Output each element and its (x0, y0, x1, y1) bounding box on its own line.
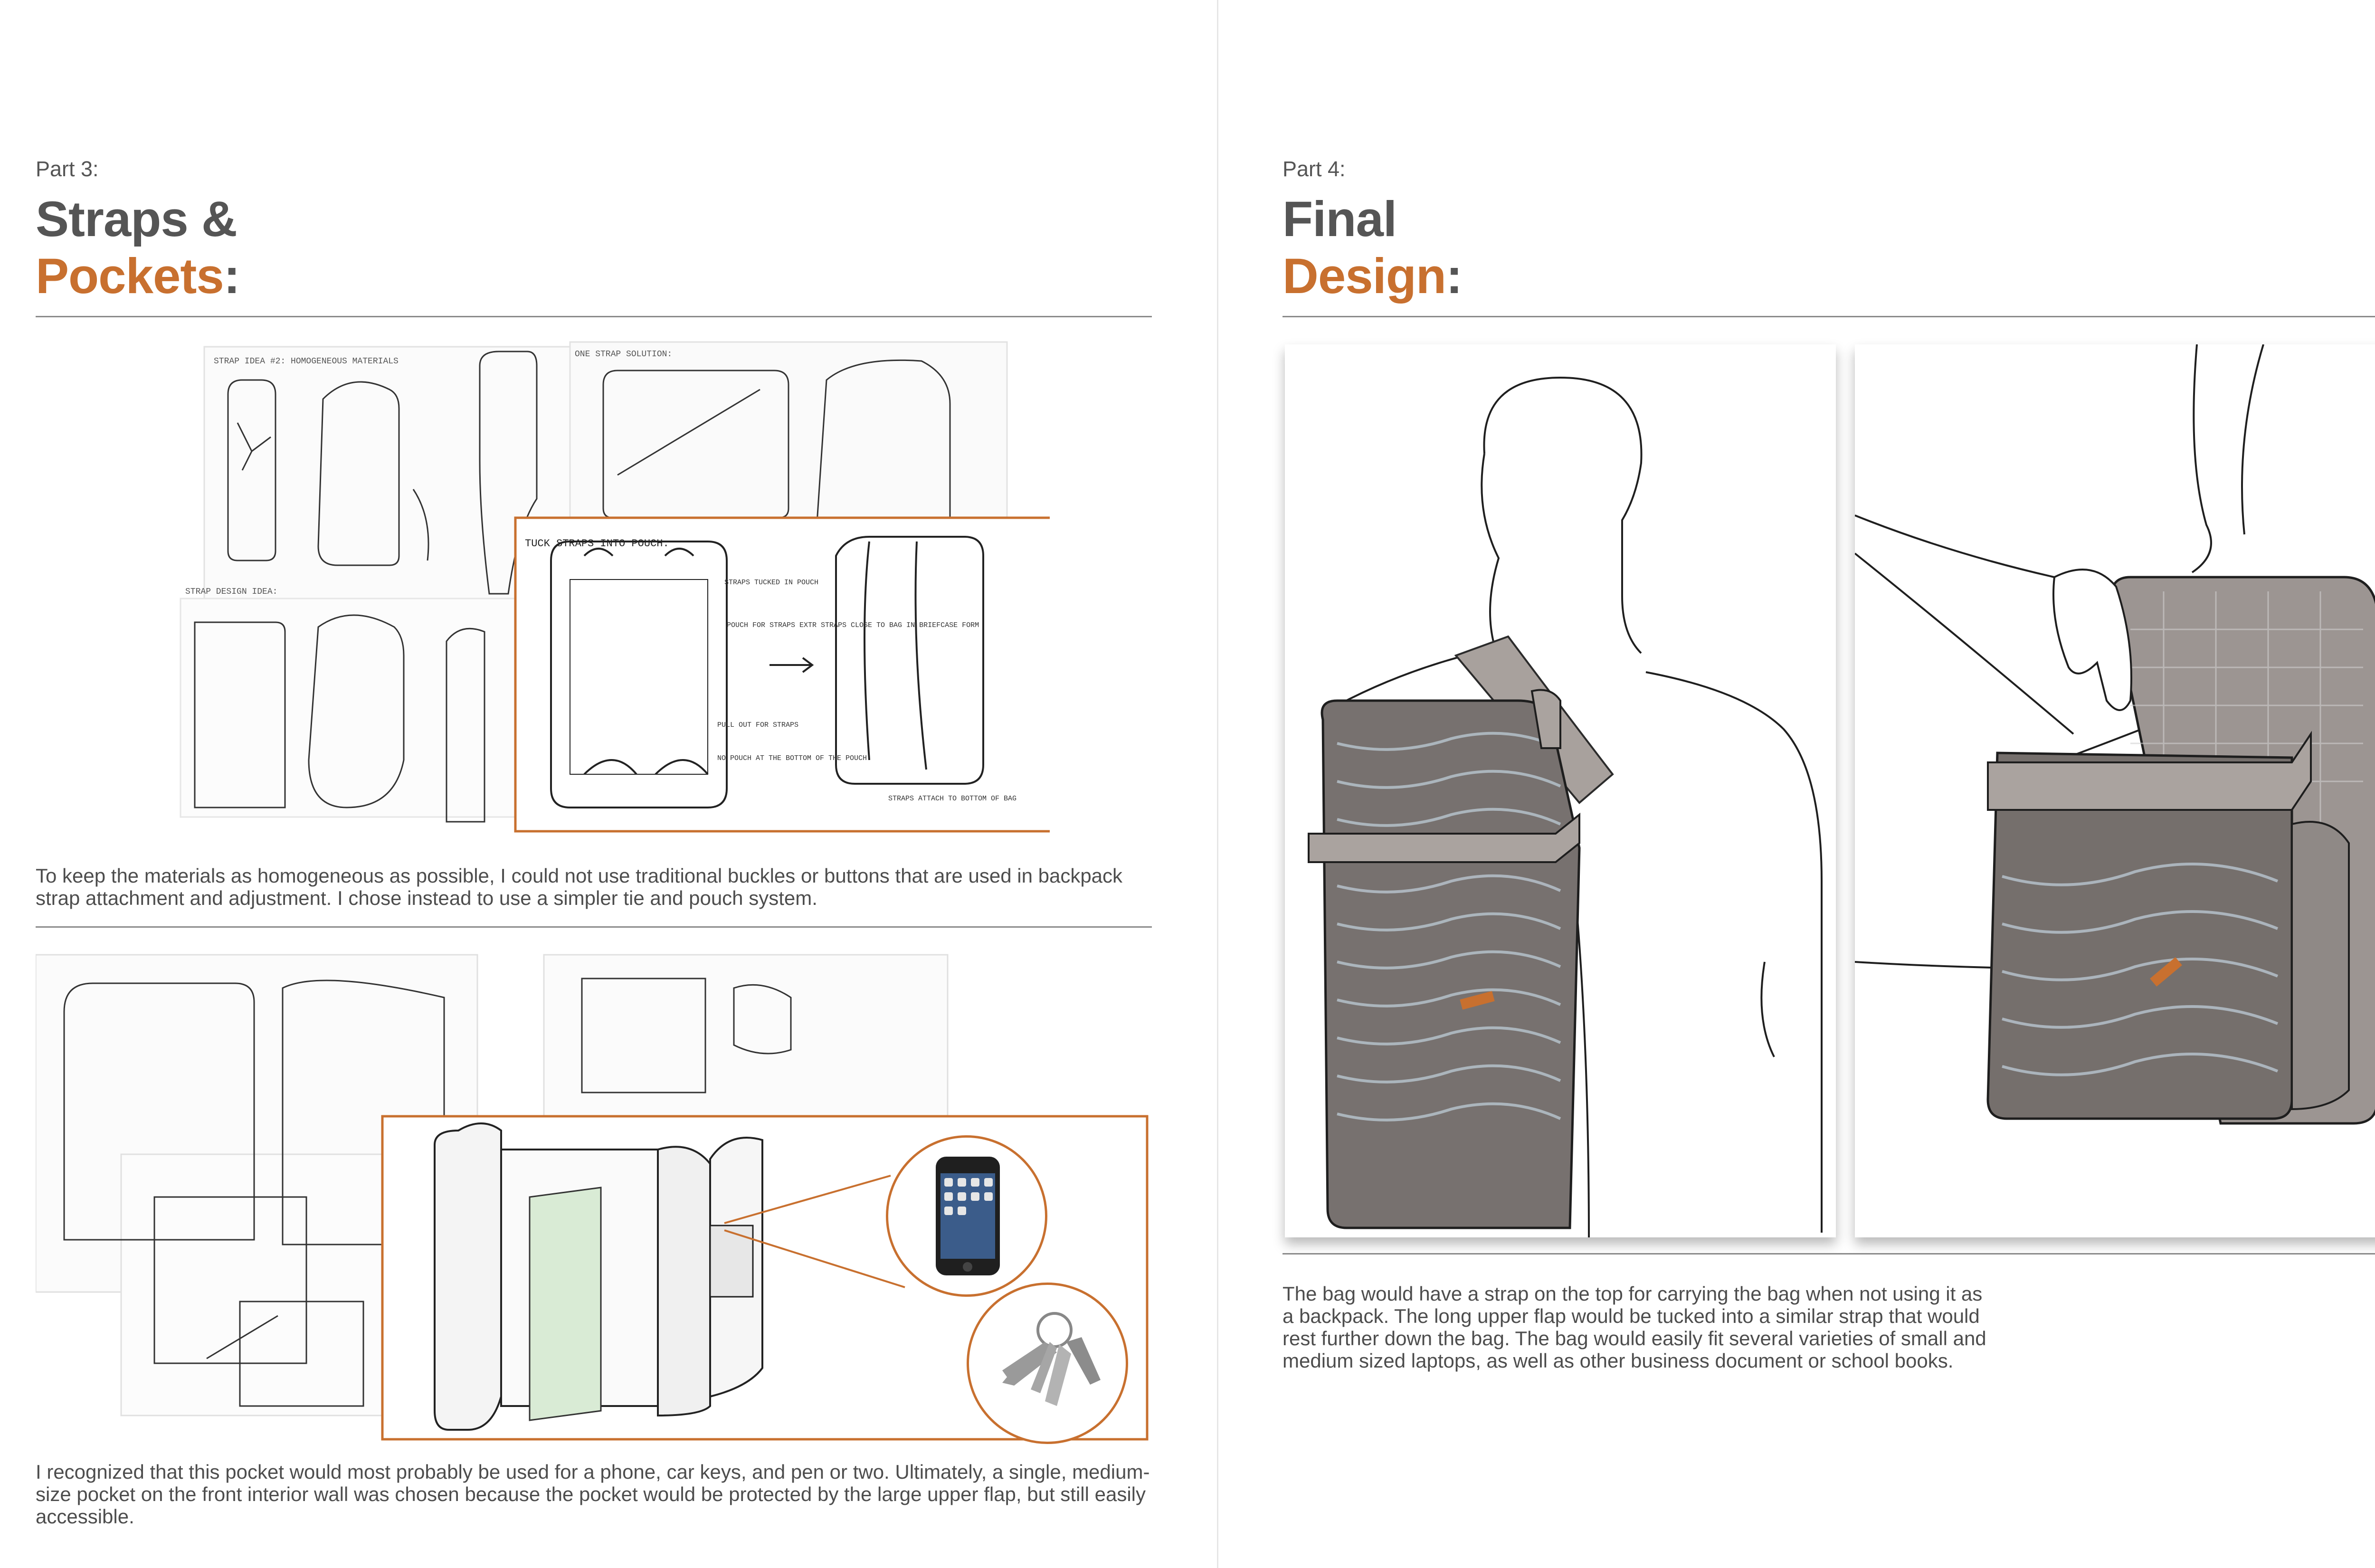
keys-callout (967, 1283, 1128, 1444)
strap-design-label: STRAP DESIGN IDEA: (185, 587, 277, 597)
strap-idea-label: STRAP IDEA #2: HOMOGENEOUS MATERIALS (214, 357, 399, 366)
backpack-worn-svg (1308, 376, 1823, 1238)
phone-callout (886, 1135, 1047, 1297)
bag-stripes (2002, 863, 2279, 1076)
title-divider (36, 316, 1152, 317)
right-page: Part 4: Final Design: (1218, 0, 2375, 1568)
final-open-bag-sketch (1854, 344, 2375, 1237)
part-label: Part 3: (36, 157, 99, 181)
top-handle (1530, 689, 1561, 749)
front-strap-band (1987, 731, 2312, 811)
page-title: Final Design: (1282, 191, 1463, 305)
title-accent: Design (1282, 248, 1446, 304)
title-line1: Straps & (36, 191, 238, 247)
section1-description: To keep the materials as homogeneous as … (36, 865, 1123, 909)
note-pull-out: PULL OUT FOR STRAPS (717, 721, 798, 729)
strap-sketch-collage: STRAP IDEA #2: HOMOGENEOUS MATERIALS ONE… (176, 333, 1054, 855)
note-no-pouch: NO POUCH AT THE BOTTOM OF THE POUCH (717, 754, 867, 762)
pocket-sketch-collage (35, 950, 1161, 1454)
strap-sketches-svg: STRAP IDEA #2: HOMOGENEOUS MATERIALS ONE… (180, 341, 1054, 833)
final-description: The bag would have a strap on the top fo… (1282, 1283, 1986, 1372)
front-flap-strap (1308, 812, 1580, 863)
sketch-sheet-3 (180, 598, 571, 818)
open-bag-interior (434, 1122, 905, 1431)
final-backpack-sketch (1285, 344, 1836, 1238)
brand-tag (2150, 957, 2182, 987)
part-label: Part 4: (1282, 157, 1346, 181)
title-colon: : (1446, 248, 1463, 304)
left-page: Part 3: Straps & Pockets: STRAP IDEA #2:… (35, 157, 1161, 1528)
tuck-straps-label: TUCK STRAPS INTO POUCH: (525, 538, 669, 550)
keys-icon (1002, 1312, 1101, 1406)
phone-icon (936, 1157, 1000, 1275)
sketch-sheet-1 (203, 346, 571, 614)
pocket-bags (63, 978, 792, 1407)
tuck-straps-frame (514, 516, 1054, 833)
page-title: Straps & Pockets: (36, 191, 240, 305)
bag-side-gusset (2291, 821, 2350, 1111)
title-line1: Final (1282, 191, 1397, 247)
note-straps-tucked: STRAPS TUCKED IN POUCH (724, 579, 818, 587)
title-accent: Pockets (36, 248, 224, 304)
tuck-straps-bags (550, 536, 984, 808)
sketch-bags-row2 (194, 614, 485, 823)
pocket-sheet-2 (543, 954, 949, 1131)
section-divider (36, 926, 1152, 928)
page-spine (1217, 0, 1218, 1568)
section2-description: I recognized that this pocket would most… (36, 1461, 1150, 1528)
bag-stripes (1337, 732, 1561, 1121)
note-pouch: POUCH FOR STRAPS EXTR STRAPS CLOSE TO BA… (727, 621, 979, 629)
plaid-lines (2130, 591, 2363, 829)
description-divider (1282, 1253, 2375, 1254)
one-strap-label: ONE STRAP SOLUTION: (575, 350, 672, 359)
open-bag-svg (1854, 344, 2375, 1125)
note-straps-attach: STRAPS ATTACH TO BOTTOM OF BAG (888, 795, 1016, 803)
title-divider (1282, 316, 2375, 317)
brand-tag (1460, 991, 1495, 1010)
title-colon: : (223, 248, 240, 304)
hand (2052, 569, 2132, 711)
